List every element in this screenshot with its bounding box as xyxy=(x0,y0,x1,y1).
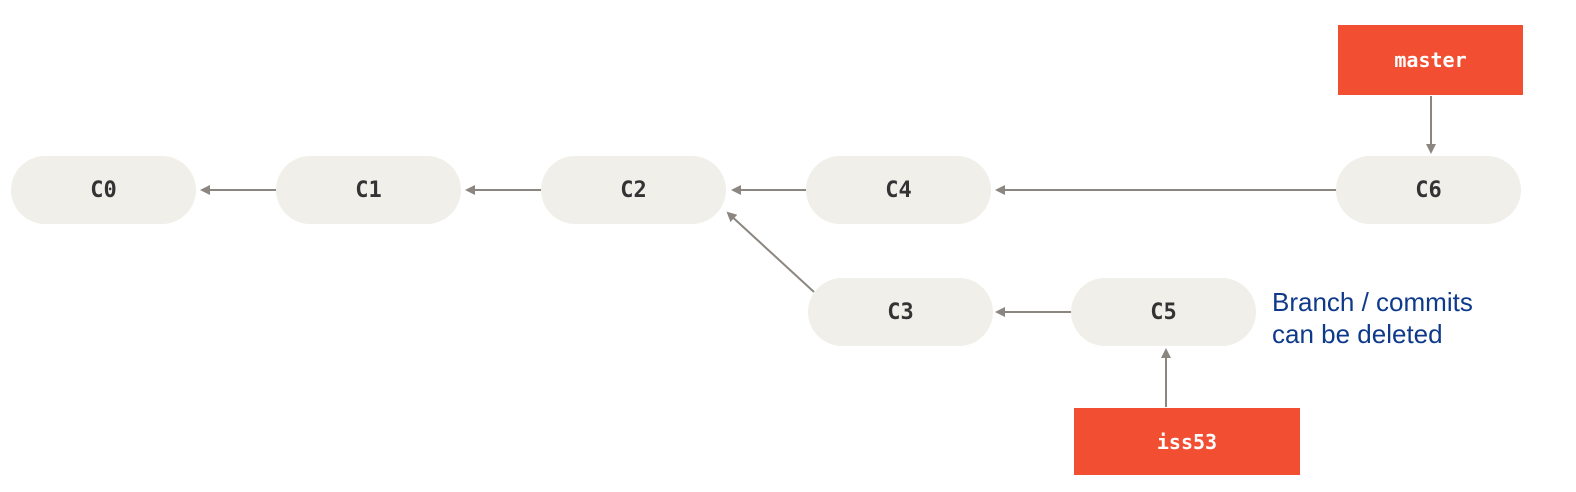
edge-c3-to-c2 xyxy=(726,211,815,293)
branch-master: master xyxy=(1338,25,1523,95)
commit-c0: C0 xyxy=(11,156,196,224)
branch-iss53: iss53 xyxy=(1074,408,1300,475)
commit-c5: C5 xyxy=(1071,278,1256,346)
commit-c3: C3 xyxy=(808,278,993,346)
commit-c1: C1 xyxy=(276,156,461,224)
deletion-note-line-1: Branch / commits xyxy=(1272,287,1473,317)
commit-c2: C2 xyxy=(541,156,726,224)
commit-c6: C6 xyxy=(1336,156,1521,224)
commit-c4: C4 xyxy=(806,156,991,224)
deletion-note-line-2: can be deleted xyxy=(1272,319,1443,349)
deletion-note: Branch / commits can be deleted xyxy=(1272,286,1562,350)
